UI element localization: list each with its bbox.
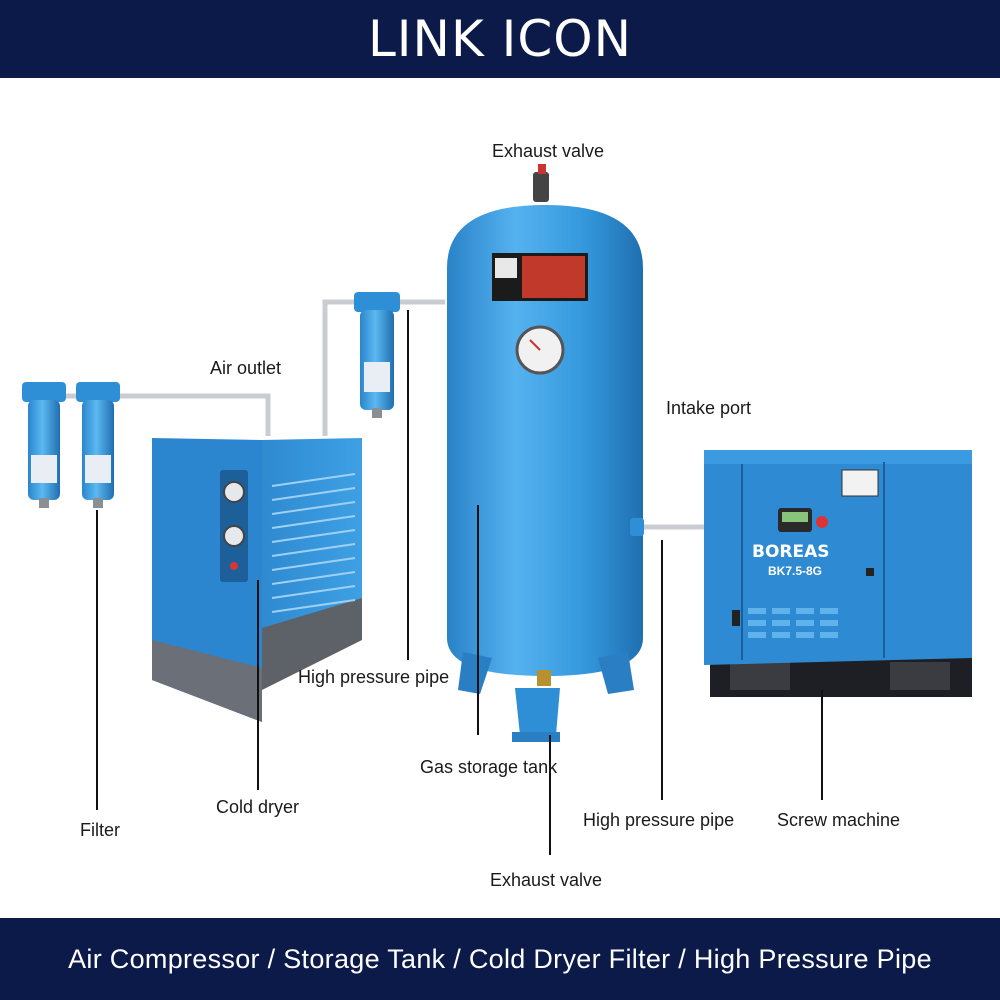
label-intake-port: Intake port [666, 398, 752, 418]
label-high-pressure-pipe-right: High pressure pipe [583, 810, 735, 830]
pipe-dryer-to-filter [322, 299, 360, 436]
gas-storage-tank [447, 164, 644, 742]
label-exhaust-valve-top: Exhaust valve [492, 141, 605, 161]
header-banner: LINK ICON [0, 0, 1000, 78]
label-high-pressure-pipe-left: High pressure pipe [298, 667, 450, 687]
brand-logo: BOREAS [752, 542, 830, 562]
equipment-diagram: BOREAS BK7.5-8G Exhaust valve Air outlet… [0, 78, 1000, 918]
label-air-outlet: Air outlet [210, 358, 282, 378]
callout-lines [96, 310, 823, 855]
label-exhaust-valve-bottom: Exhaust valve [490, 870, 603, 890]
equipment-illustration: BOREAS BK7.5-8G [22, 164, 972, 855]
label-cold-dryer: Cold dryer [216, 797, 300, 817]
label-screw-machine: Screw machine [777, 810, 901, 830]
filter-left-2 [76, 382, 120, 508]
footer-banner: Air Compressor / Storage Tank / Cold Dry… [0, 918, 1000, 1000]
footer-caption: Air Compressor / Storage Tank / Cold Dry… [68, 943, 932, 974]
screw-machine-unit: BOREAS BK7.5-8G [704, 450, 972, 697]
model-number: BK7.5-8G [768, 564, 822, 578]
pipes [55, 299, 706, 530]
filter-upper [354, 292, 400, 418]
filter-left-1 [22, 382, 66, 508]
label-filter: Filter [80, 820, 120, 840]
page-title: LINK ICON [367, 10, 633, 68]
cold-dryer-unit [152, 438, 362, 722]
pipe-filter-to-dryer [110, 393, 271, 436]
label-gas-storage-tank: Gas storage tank [420, 757, 558, 777]
